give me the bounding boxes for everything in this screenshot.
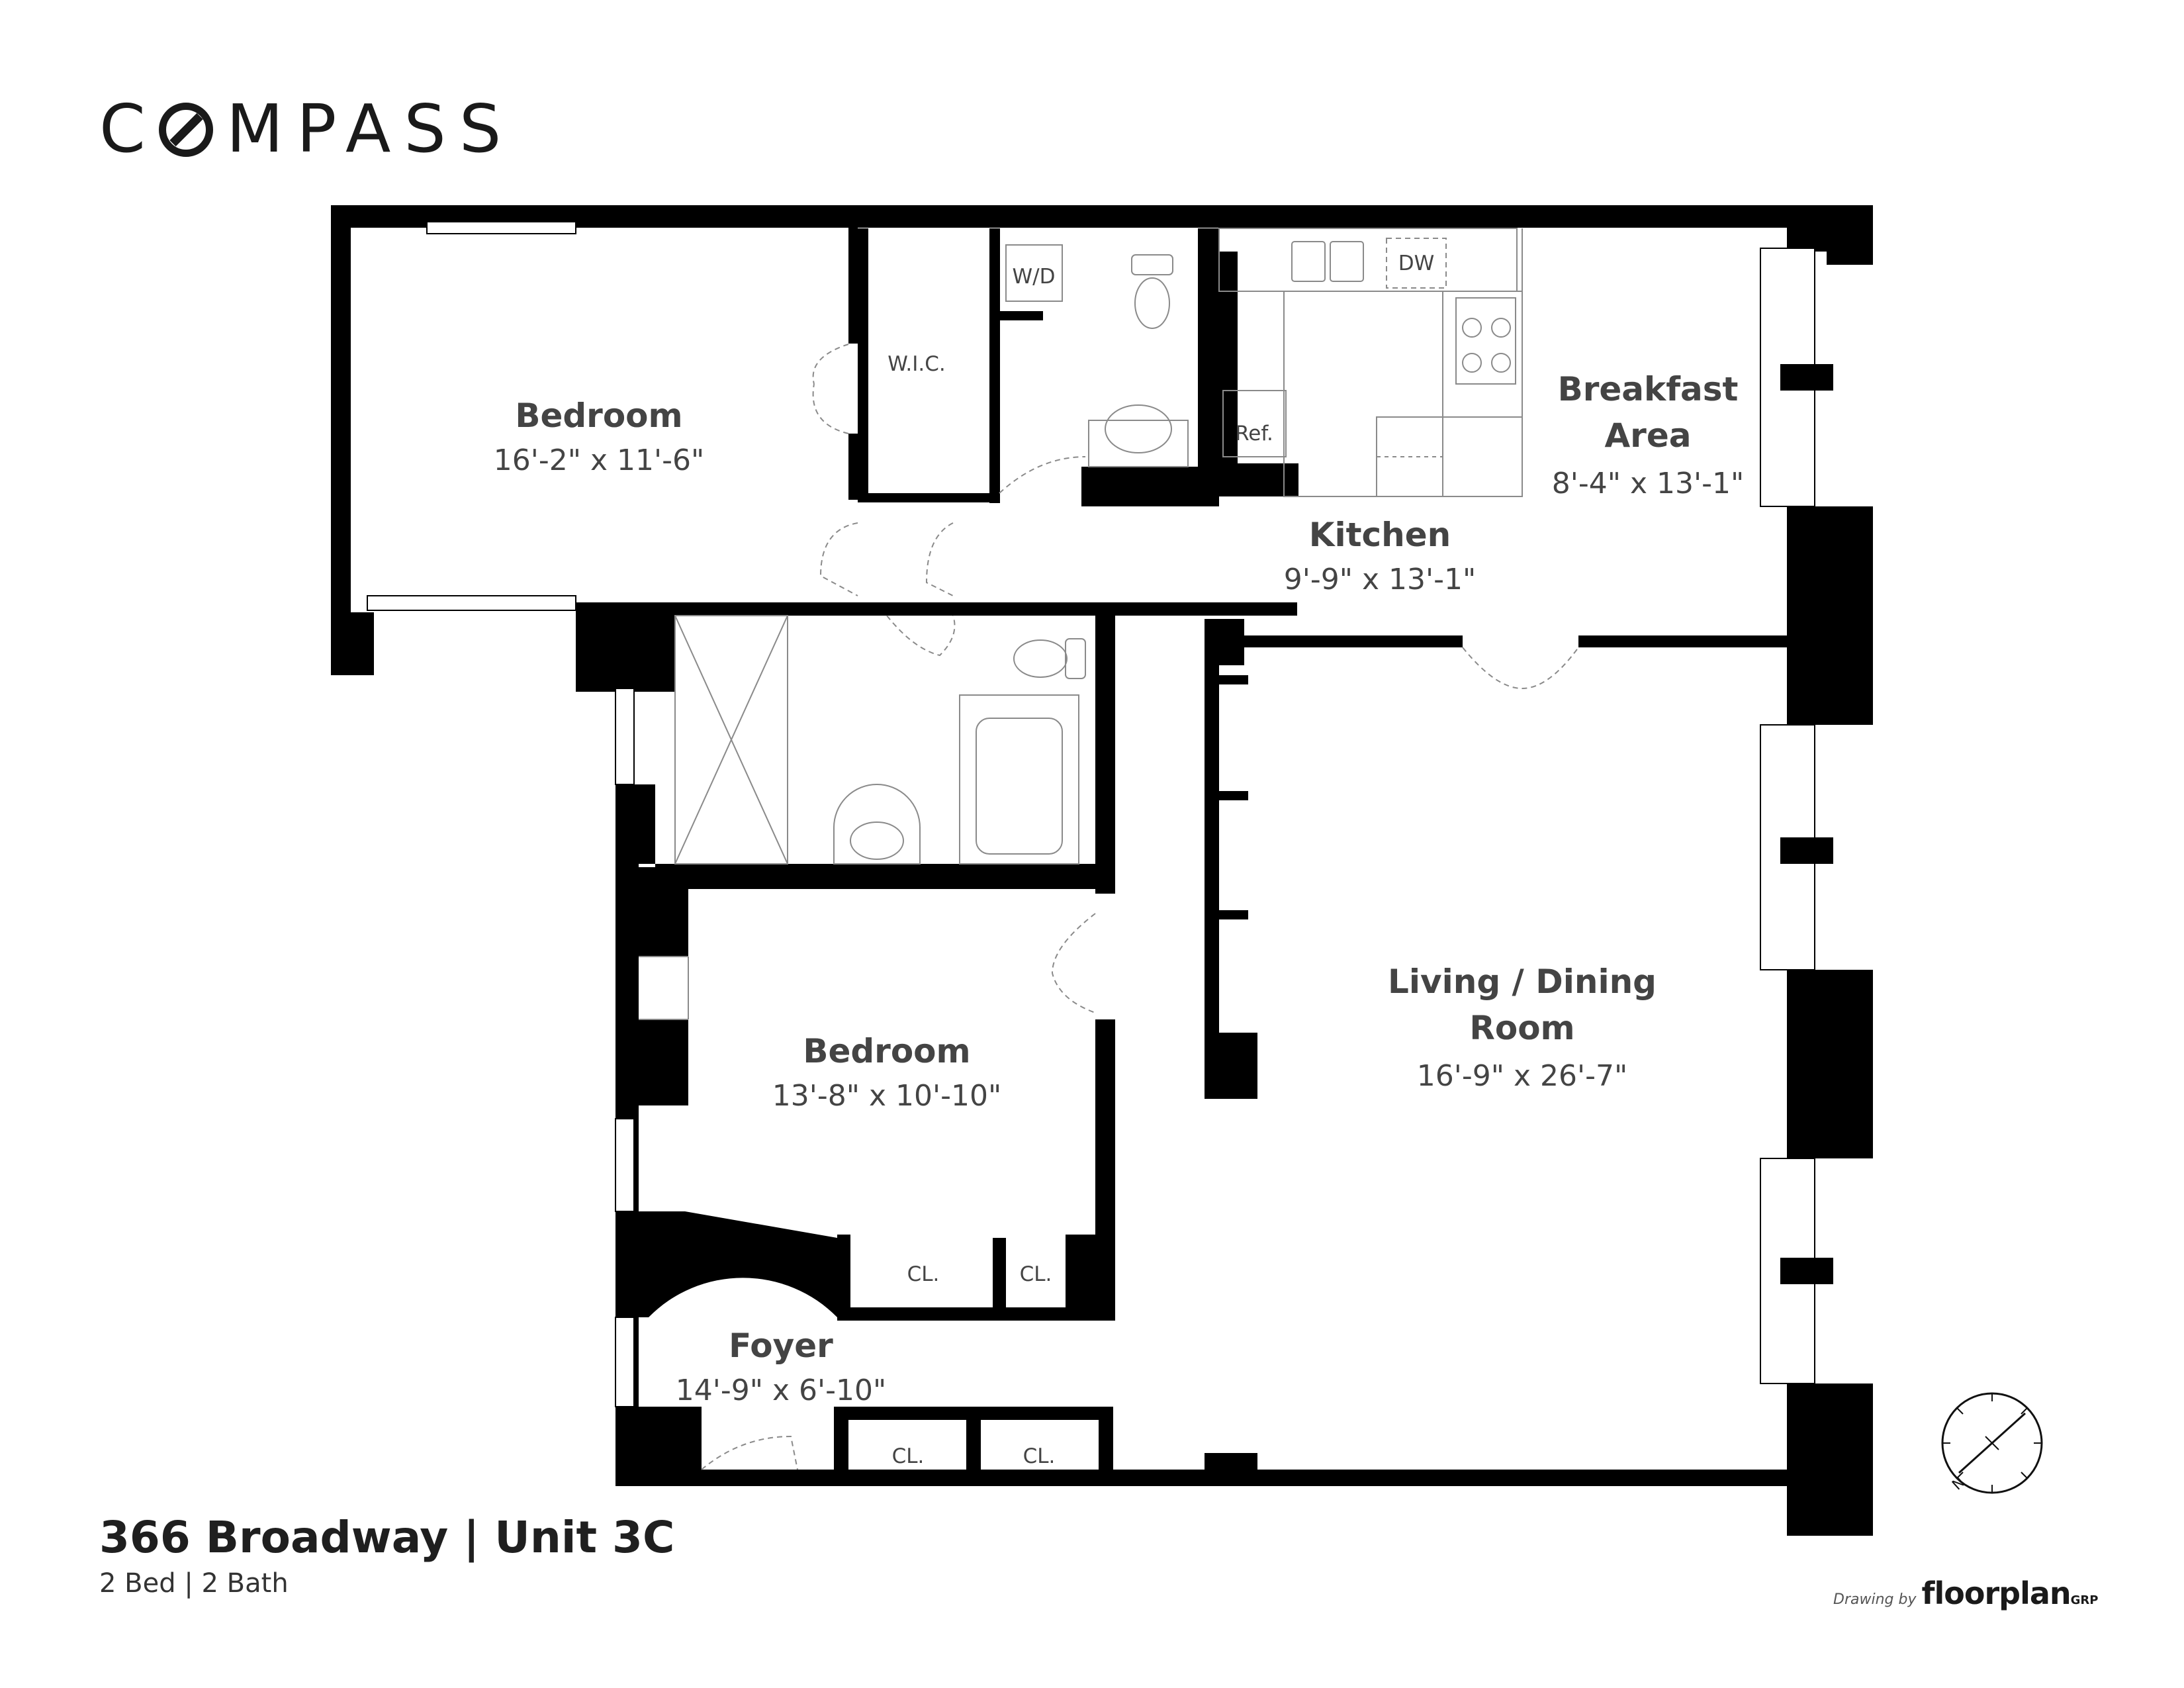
credit-prefix: Drawing by bbox=[1833, 1591, 1917, 1608]
credit-brand: floorplan bbox=[1921, 1575, 2071, 1611]
breakfast-dims: 8'-4" x 13'-1" bbox=[1552, 467, 1744, 500]
bedroom2-name: Bedroom bbox=[803, 1032, 970, 1070]
bedroom1-dims: 16'-2" x 11'-6" bbox=[494, 444, 704, 477]
compass-north-label: N bbox=[1949, 1474, 1968, 1494]
bedroom2-closet-left-label: CL. bbox=[907, 1262, 940, 1286]
bedroom2-dims: 13'-8" x 10'-10" bbox=[772, 1079, 1001, 1113]
living-dims: 16'-9" x 26'-7" bbox=[1417, 1059, 1627, 1093]
credit-suffix: GRP bbox=[2070, 1593, 2099, 1607]
fixtures bbox=[639, 228, 1523, 1020]
foyer-dims: 14'-9" x 6'-10" bbox=[676, 1374, 886, 1407]
listing-address: 366 Broadway | Unit 3C bbox=[99, 1512, 675, 1563]
walls bbox=[331, 205, 1873, 1536]
foyer-closet-right-label: CL. bbox=[1023, 1444, 1056, 1468]
living-name-line1: Living / Dining bbox=[1388, 962, 1657, 1001]
living-name-line2: Room bbox=[1469, 1009, 1574, 1047]
compass-rose-icon: N bbox=[1941, 1392, 2043, 1494]
bedroom2-closet-right-label: CL. bbox=[1020, 1262, 1052, 1286]
compass-logo-o-icon bbox=[158, 103, 213, 157]
breakfast-name-line1: Breakfast bbox=[1558, 370, 1739, 408]
foyer-closet-left-label: CL. bbox=[892, 1444, 925, 1468]
listing-summary: 2 Bed | 2 Bath bbox=[99, 1568, 289, 1599]
wic-label: W.I.C. bbox=[887, 352, 945, 376]
refrigerator-label: Ref. bbox=[1235, 422, 1273, 445]
kitchen-name: Kitchen bbox=[1309, 516, 1451, 554]
dishwasher-label: DW bbox=[1398, 252, 1435, 275]
window-mullions bbox=[1219, 364, 1833, 1284]
washer-dryer-label: W/D bbox=[1013, 265, 1056, 289]
bedroom1-name: Bedroom bbox=[515, 397, 682, 435]
kitchen-dims: 9'-9" x 13'-1" bbox=[1284, 563, 1476, 596]
foyer-name: Foyer bbox=[729, 1327, 833, 1365]
doors bbox=[701, 344, 1579, 1470]
foyer-arch-opening bbox=[649, 1278, 837, 1324]
breakfast-name-line2: Area bbox=[1604, 416, 1691, 455]
room-labels: Bedroom 16'-2" x 11'-6" W.I.C. W/D DW Re… bbox=[494, 252, 1744, 1468]
